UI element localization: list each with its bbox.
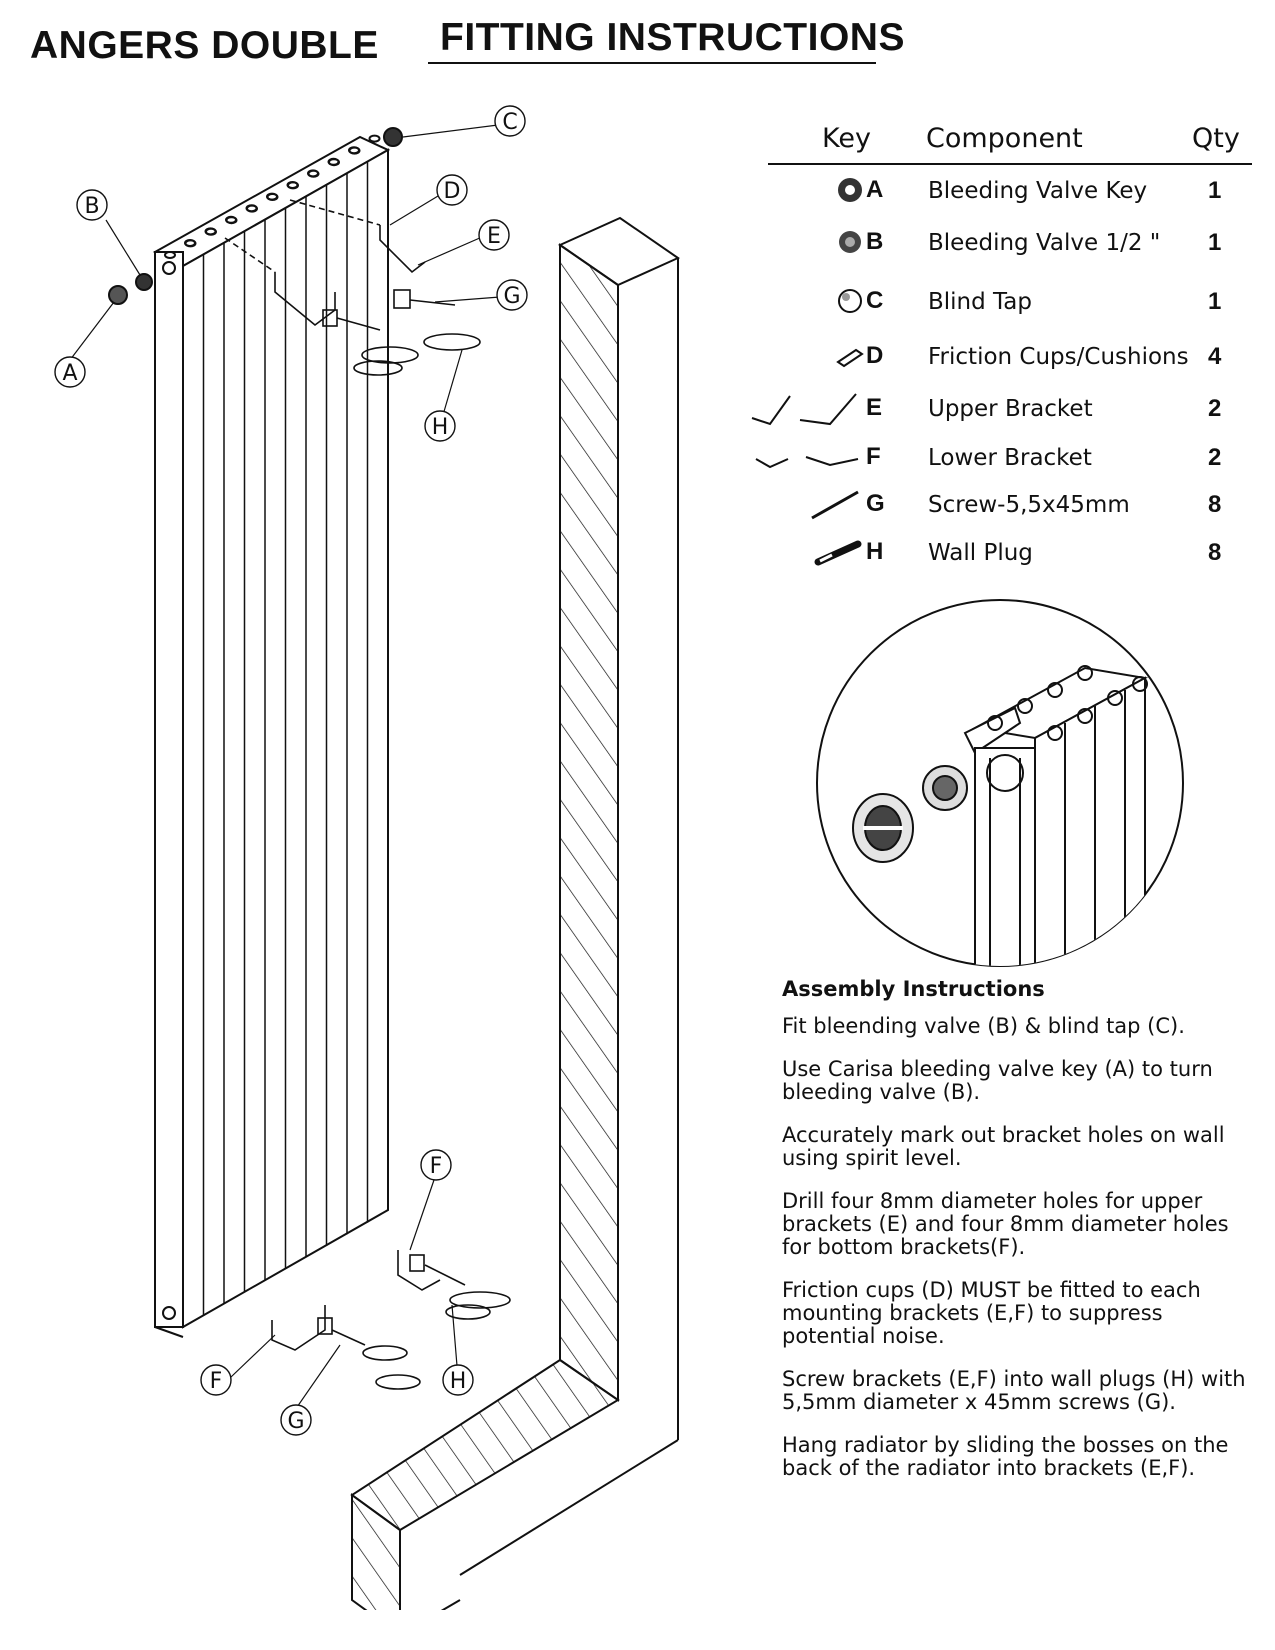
row-qty: 2 (1208, 444, 1222, 471)
row-component: Screw-5,5x45mm (928, 492, 1130, 518)
table-header-rule (768, 163, 1252, 165)
row-qty: 4 (1208, 343, 1222, 370)
bleeding-valve-icon (839, 231, 861, 253)
callout-label: A (62, 361, 77, 386)
table-row: G Screw-5,5x45mm 8 (0, 484, 1275, 524)
table-row: E Upper Bracket 2 (0, 388, 1275, 428)
table-row: F Lower Bracket 2 (0, 437, 1275, 477)
row-component: Wall Plug (928, 540, 1033, 566)
table-row: A Bleeding Valve Key 1 (0, 170, 1275, 210)
assembly-step: Friction cups (D) MUST be fitted to each… (782, 1278, 1201, 1348)
upper-brackets (224, 199, 481, 376)
wall-plug-icon (814, 540, 862, 566)
bleeding-valve-part (135, 273, 153, 291)
row-key: E (866, 394, 883, 421)
callout-label: E (487, 224, 501, 249)
blind-tap-part (383, 127, 403, 147)
table-row: D Friction Cups/Cushions 4 (0, 336, 1275, 376)
assembly-step: Use Carisa bleeding valve key (A) to tur… (782, 1057, 1213, 1104)
title-underline (428, 62, 876, 64)
assembly-instructions: Assembly Instructions Fit bleending valv… (782, 977, 1252, 1500)
valve-detail-view (816, 599, 1184, 967)
callout-e: E (478, 219, 510, 251)
callout-d: D (436, 174, 468, 206)
callout-label: C (502, 110, 517, 135)
row-qty: 1 (1208, 229, 1222, 256)
row-key: B (866, 228, 884, 255)
row-qty: 8 (1208, 539, 1222, 566)
callout-b: B (76, 189, 108, 221)
lower-brackets (271, 1250, 511, 1390)
lower-bracket-icon (755, 456, 859, 469)
row-component: Bleeding Valve Key (928, 178, 1148, 204)
assembly-step: Fit bleending valve (B) & blind tap (C). (782, 1014, 1185, 1038)
callout-label: H (432, 415, 449, 440)
radiator (152, 134, 391, 1338)
callout-label: D (444, 179, 461, 204)
row-qty: 1 (1208, 288, 1222, 315)
assembly-title: Assembly Instructions (782, 977, 1045, 1001)
table-row: H Wall Plug 8 (0, 532, 1275, 572)
assembly-step: Accurately mark out bracket holes on wal… (782, 1123, 1225, 1170)
product-name: ANGERS DOUBLE (30, 24, 379, 67)
row-key: F (866, 443, 881, 470)
row-key: G (866, 490, 885, 517)
callout-label: B (84, 194, 99, 219)
row-qty: 8 (1208, 491, 1222, 518)
row-qty: 1 (1208, 177, 1222, 204)
callout-f: F (200, 1364, 232, 1396)
screw-icon (811, 490, 859, 520)
row-key: D (866, 342, 884, 369)
upper-bracket-icon (751, 393, 857, 426)
callout-label: F (210, 1369, 223, 1394)
valve-key-part (108, 285, 128, 305)
col-header-component: Component (926, 123, 1083, 154)
valve-key-icon (838, 178, 862, 202)
callout-label: G (503, 284, 520, 309)
callout-h: H (442, 1364, 474, 1396)
assembly-step: Screw brackets (E,F) into wall plugs (H)… (782, 1367, 1246, 1414)
page-title: FITTING INSTRUCTIONS (440, 16, 905, 59)
callout-label: G (287, 1409, 304, 1434)
row-component: Bleeding Valve 1/2 " (928, 230, 1161, 256)
callout-h: H (424, 410, 456, 442)
row-component: Blind Tap (928, 289, 1032, 315)
callout-g: G (496, 279, 528, 311)
row-key: H (866, 538, 884, 565)
assembly-step: Hang radiator by sliding the bosses on t… (782, 1433, 1229, 1480)
callout-c: C (494, 105, 526, 137)
col-header-key: Key (822, 123, 871, 154)
callout-g: G (280, 1404, 312, 1436)
callout-label: F (430, 1154, 443, 1179)
blind-tap-icon (838, 289, 862, 313)
wall-section (350, 216, 681, 1610)
callout-label: H (450, 1369, 467, 1394)
table-row: C Blind Tap 1 (0, 281, 1275, 321)
exploded-assembly-drawing: A B C D E F F G G H H (54, 105, 681, 1610)
callout-f: F (420, 1149, 452, 1181)
col-header-qty: Qty (1192, 123, 1240, 154)
callout-a: A (54, 356, 86, 388)
row-component: Upper Bracket (928, 396, 1093, 422)
assembly-step: Drill four 8mm diameter holes for upper … (782, 1189, 1229, 1259)
row-component: Friction Cups/Cushions (928, 344, 1189, 370)
row-component: Lower Bracket (928, 445, 1092, 471)
row-key: C (866, 287, 884, 314)
row-key: A (866, 176, 884, 203)
friction-cup-icon (836, 348, 864, 368)
row-qty: 2 (1208, 395, 1222, 422)
table-row: B Bleeding Valve 1/2 " 1 (0, 222, 1275, 262)
